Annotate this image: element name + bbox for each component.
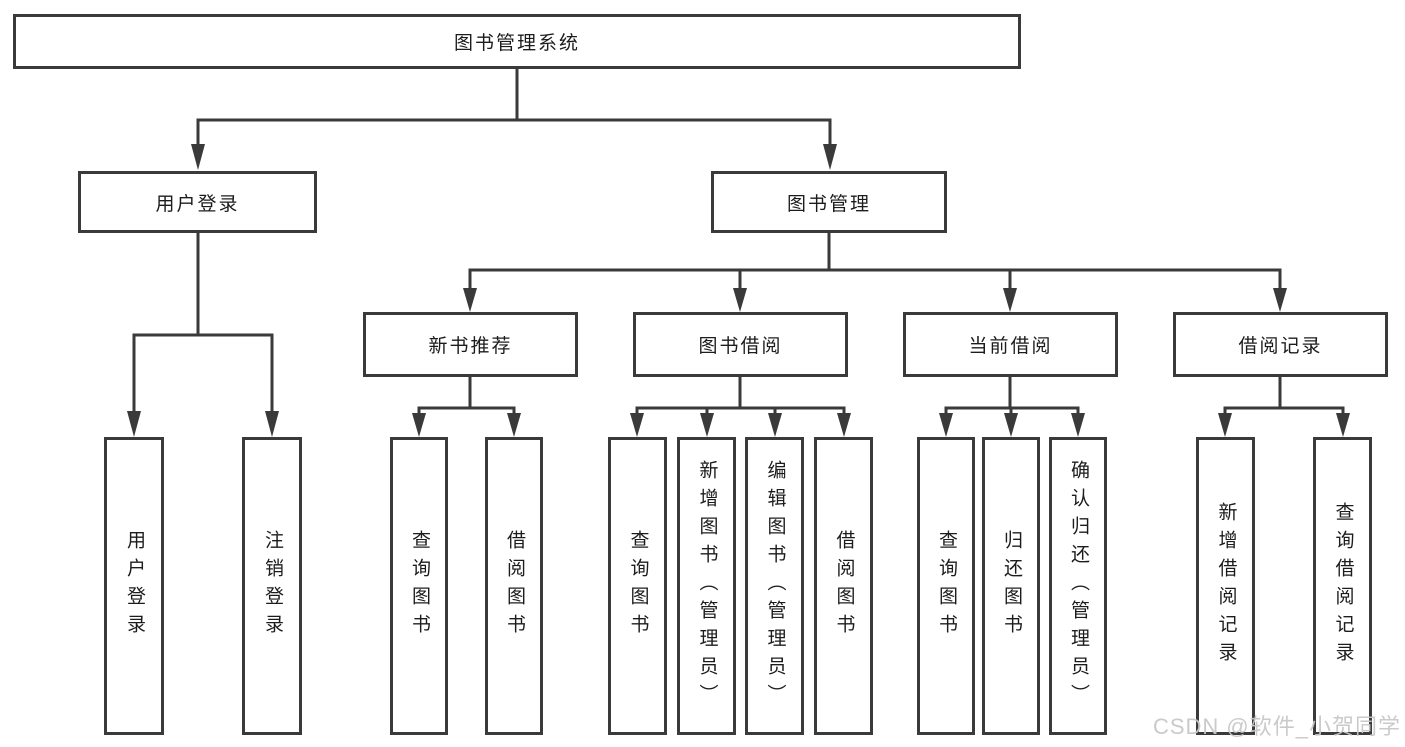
node-borrow-records-label: 借阅记录	[1238, 336, 1323, 357]
node-book-management-label: 图书管理	[786, 193, 871, 215]
watermark-text: CSDN @软件_小贺同学	[1152, 714, 1401, 739]
node-book-borrow-label: 图书借阅	[698, 336, 783, 357]
leaf-user-login: 用户登录	[104, 437, 164, 735]
leaf-add-borrow-record: 新增借阅记录	[1196, 437, 1255, 735]
leaf-edit-books-admin-label: 编辑图书（管理员）	[764, 460, 786, 712]
leaf-add-borrow-record-label: 新增借阅记录	[1215, 502, 1237, 670]
leaf-confirm-return-admin-label: 确认归还（管理员）	[1067, 460, 1089, 712]
leaf-logout-label: 注销登录	[261, 530, 283, 642]
node-user-login: 用户登录	[78, 171, 317, 233]
node-new-book-recommend-label: 新书推荐	[428, 336, 513, 357]
node-user-login-label: 用户登录	[155, 193, 240, 215]
leaf-return-books: 归还图书	[982, 437, 1040, 735]
node-new-book-recommend: 新书推荐	[363, 312, 578, 377]
node-borrow-records: 借阅记录	[1173, 312, 1388, 377]
leaf-confirm-return-admin: 确认归还（管理员）	[1049, 437, 1107, 735]
leaf-query-books-borrow: 查询图书	[608, 437, 667, 735]
node-book-borrow: 图书借阅	[633, 312, 848, 377]
leaf-query-books-current-label: 查询图书	[935, 530, 957, 642]
leaf-borrow-books-label: 借阅图书	[833, 530, 855, 642]
leaf-query-books-current: 查询图书	[917, 437, 975, 735]
leaf-return-books-label: 归还图书	[1000, 530, 1022, 642]
leaf-logout: 注销登录	[242, 437, 302, 735]
leaf-borrow-books: 借阅图书	[814, 437, 873, 735]
leaf-query-borrow-record-label: 查询借阅记录	[1332, 502, 1354, 670]
leaf-query-books-borrow-label: 查询图书	[627, 530, 649, 642]
leaf-edit-books-admin: 编辑图书（管理员）	[745, 437, 804, 735]
leaf-query-books-recommend-label: 查询图书	[408, 530, 430, 642]
node-root: 图书管理系统	[13, 14, 1021, 69]
node-book-management: 图书管理	[711, 171, 947, 233]
leaf-query-borrow-record: 查询借阅记录	[1313, 437, 1372, 735]
node-current-borrow-label: 当前借阅	[968, 336, 1053, 357]
node-root-label: 图书管理系统	[453, 33, 580, 54]
leaf-borrow-books-recommend: 借阅图书	[485, 437, 543, 735]
node-current-borrow: 当前借阅	[903, 312, 1118, 377]
leaf-add-books-admin-label: 新增图书（管理员）	[696, 460, 718, 712]
leaf-borrow-books-recommend-label: 借阅图书	[503, 530, 525, 642]
leaf-query-books-recommend: 查询图书	[390, 437, 448, 735]
leaf-user-login-label: 用户登录	[123, 530, 145, 642]
leaf-add-books-admin: 新增图书（管理员）	[677, 437, 736, 735]
